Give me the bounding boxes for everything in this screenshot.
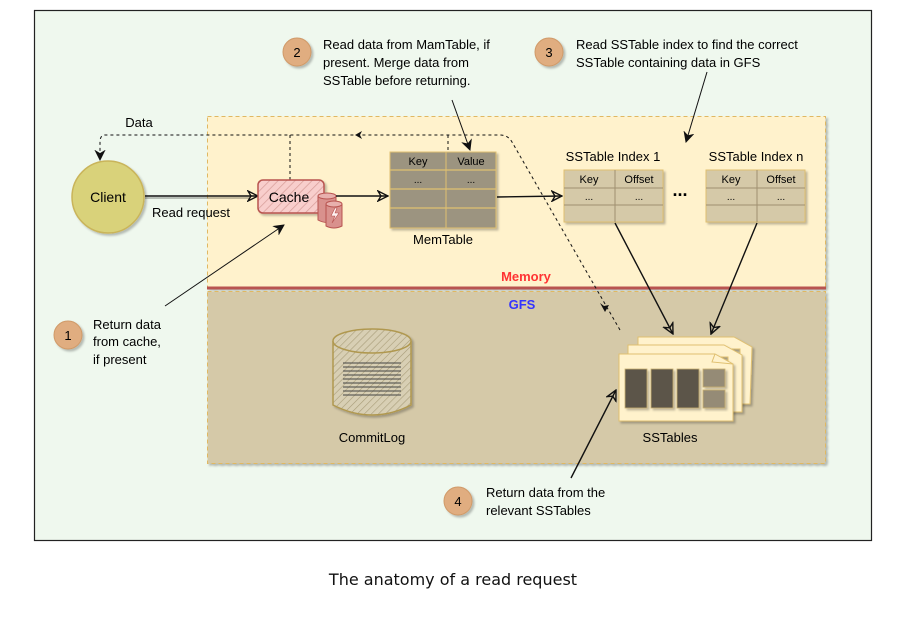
memtable-table [389,151,497,229]
index-1-cell: ... [635,192,643,203]
svg-text:3: 3 [545,45,552,60]
memtable-header-key: Key [409,156,428,168]
step-2-badge: 2 [282,37,312,67]
commitlog-cylinder [332,328,412,416]
sstables-stack [618,336,753,422]
index-n-header-key: Key [722,174,741,186]
index-1-header-key: Key [580,174,599,186]
step-4-text: Return data from the relevant SSTables [486,485,609,518]
step-4-badge: 4 [443,486,473,516]
step-3-text: Read SSTable index to find the correct S… [576,37,801,70]
svg-text:1: 1 [64,328,71,343]
client-label: Client [90,189,126,205]
index-n-to-sstables-arrow [711,222,758,334]
gfs-label: GFS [509,297,536,312]
step-2-pointer [451,99,470,150]
memtable-cell: ... [414,175,422,186]
step-1-pointer [164,225,284,307]
step-2-text: Read data from MamTable, if present. Mer… [323,37,494,88]
step-1-badge: 1 [53,320,83,350]
index-n-cell: ... [727,192,735,203]
index-ellipsis: ... [672,180,687,200]
memtable-cell: ... [467,175,475,186]
index-1-cell: ... [585,192,593,203]
svg-text:4: 4 [454,494,461,509]
sstable-index-n-title: SSTable Index n [709,149,804,164]
figure-caption: The anatomy of a read request [328,570,578,589]
read-request-label: Read request [152,205,230,220]
data-arrow-head [355,131,362,139]
cache-label: Cache [269,189,310,205]
memtable-label: MemTable [413,232,473,247]
data-edge-label: Data [125,115,153,130]
memory-label: Memory [501,269,552,284]
step-3-badge: 3 [534,37,564,67]
index-1-header-offset: Offset [624,174,653,186]
step-4-pointer [570,390,616,479]
sstable-index-1-table [563,169,664,223]
memtable-to-index-arrow [496,196,562,197]
step-3-pointer [686,71,708,142]
sstable-index-1-title: SSTable Index 1 [566,149,661,164]
client-node[interactable] [71,160,145,234]
commitlog-label: CommitLog [339,430,405,445]
sstables-label: SSTables [643,430,698,445]
index-1-to-sstables-arrow [614,222,673,334]
sstable-return-arrow-head [600,303,609,312]
memtable-header-value: Value [457,156,484,168]
svg-text:2: 2 [293,45,300,60]
sstable-index-n-table [705,169,806,223]
index-n-cell: ... [777,192,785,203]
index-n-header-offset: Offset [766,174,795,186]
step-1-text: Return data from cache, if present [93,317,165,367]
data-return-path [100,134,621,331]
